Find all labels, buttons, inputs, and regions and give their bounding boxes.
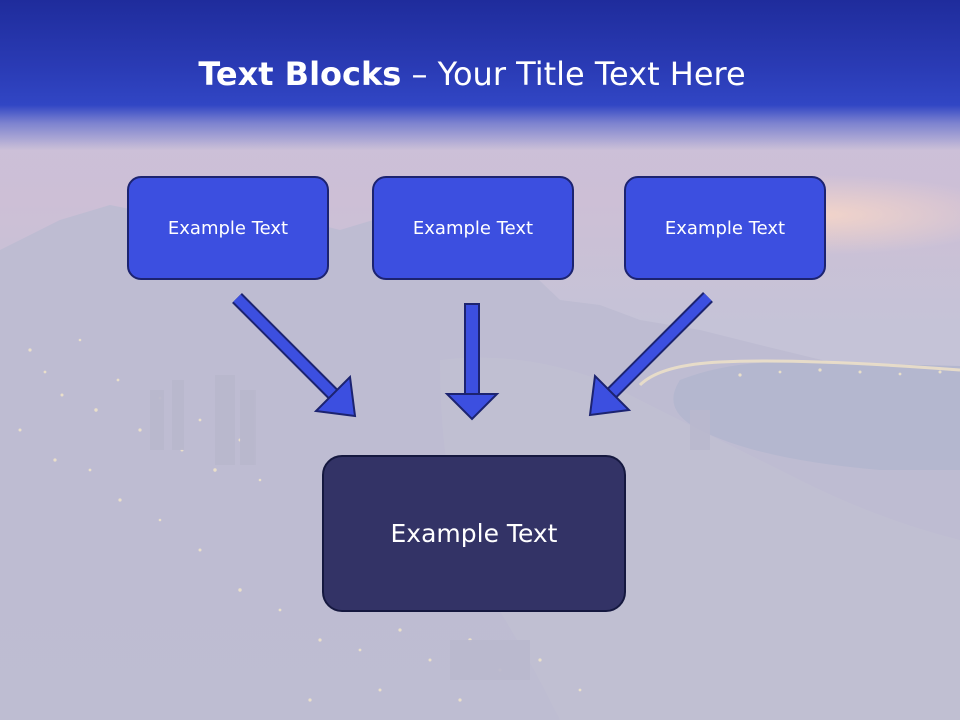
title-rest-part: Your Title Text Here <box>437 55 746 93</box>
slide-title: Text Blocks – Your Title Text Here <box>0 52 944 96</box>
text-block-label: Example Text <box>664 217 786 239</box>
arrow-right-diagonal <box>588 292 713 417</box>
text-block-top-right: Example Text <box>624 176 826 280</box>
text-block-label: Example Text <box>167 217 289 239</box>
title-dash: – <box>411 55 428 93</box>
text-block-bottom: Example Text <box>322 455 626 612</box>
text-block-top-left: Example Text <box>127 176 329 280</box>
text-block-label: Example Text <box>412 217 534 239</box>
text-block-top-center: Example Text <box>372 176 574 280</box>
arrow-center-down <box>444 303 500 421</box>
text-block-label: Example Text <box>390 519 558 548</box>
arrow-left-diagonal <box>232 293 357 418</box>
title-bold-part: Text Blocks <box>198 55 402 93</box>
title-band <box>0 0 960 150</box>
